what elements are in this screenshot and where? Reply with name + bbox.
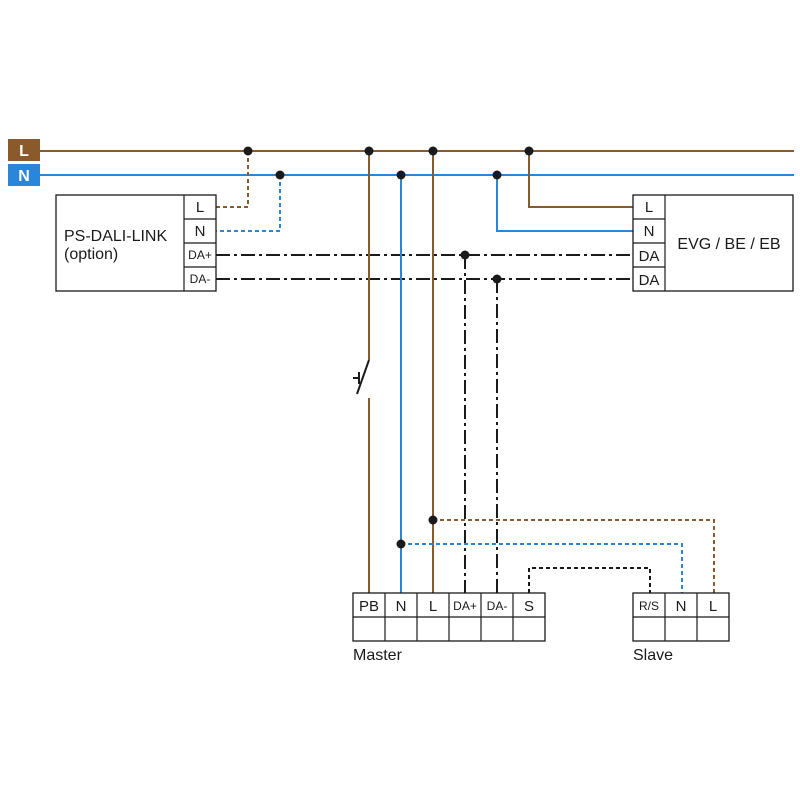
slave-n-wire xyxy=(401,543,683,593)
slave-terminal-block: R/S N L Slave xyxy=(632,592,730,664)
ps-terminal-da-minus: DA- xyxy=(190,272,211,286)
master-terminal-s: S xyxy=(524,598,534,615)
master-terminal-da-minus: DA- xyxy=(487,599,508,613)
junction-dot xyxy=(396,170,406,180)
supply-rails: L N xyxy=(8,139,794,186)
evg-n-wire xyxy=(496,175,633,232)
slave-terminal-n: N xyxy=(676,598,687,615)
evg-terminal-da-1: DA xyxy=(639,248,660,265)
master-terminal-block: PB N L DA+ DA- S Master xyxy=(352,592,546,664)
master-terminal-da-plus: DA+ xyxy=(453,599,477,613)
slave-l-wire xyxy=(433,519,715,593)
evg-title: EVG / BE / EB xyxy=(677,236,780,253)
junction-dot xyxy=(492,274,502,284)
master-slave-signal-wire xyxy=(528,567,651,593)
master-terminal-l: L xyxy=(429,598,437,615)
junction-dot xyxy=(275,170,285,180)
ps-dali-link-module: PS-DALI-LINK (option) L N DA+ DA- xyxy=(55,194,217,292)
rail-l-label: L xyxy=(19,143,29,160)
evg-terminal-l: L xyxy=(645,199,653,216)
push-button-icon xyxy=(353,359,370,395)
rail-n-badge xyxy=(8,164,40,186)
master-label: Master xyxy=(353,647,403,664)
slave-label: Slave xyxy=(633,647,673,664)
evg-terminal-da-2: DA xyxy=(639,272,660,289)
junction-dot xyxy=(428,515,438,525)
junctions xyxy=(243,146,534,549)
master-terminal-pb: PB xyxy=(359,598,379,615)
slave-terminal-l: L xyxy=(709,598,717,615)
ps-n-tap-wire xyxy=(216,175,281,232)
ps-l-tap-wire xyxy=(216,151,249,208)
rail-l-badge xyxy=(8,139,40,161)
rail-n-label: N xyxy=(18,168,30,185)
ps-terminal-da-plus: DA+ xyxy=(188,248,212,262)
master-terminal-n: N xyxy=(396,598,407,615)
junction-dot xyxy=(492,170,502,180)
evg-module: EVG / BE / EB L N DA DA xyxy=(632,194,794,292)
junction-dot xyxy=(460,250,470,260)
slave-terminal-rs: R/S xyxy=(639,599,659,613)
evg-l-wire xyxy=(528,151,633,208)
junction-dot xyxy=(243,146,253,156)
junction-dot xyxy=(428,146,438,156)
evg-terminal-n: N xyxy=(644,223,655,240)
ps-dali-link-subtitle: (option) xyxy=(64,246,118,263)
junction-dot xyxy=(524,146,534,156)
ps-terminal-l: L xyxy=(196,199,204,216)
ps-terminal-n: N xyxy=(195,223,206,240)
ps-dali-link-title: PS-DALI-LINK xyxy=(64,228,167,245)
junction-dot xyxy=(396,539,406,549)
junction-dot xyxy=(364,146,374,156)
